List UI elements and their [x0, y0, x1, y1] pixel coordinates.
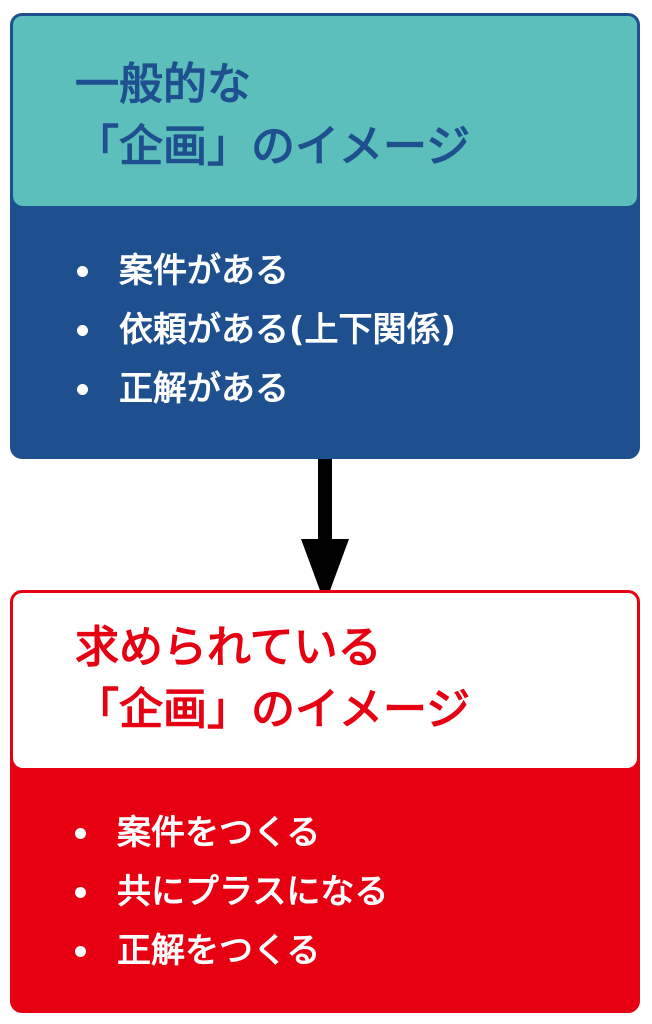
- desired-planning-box: 求められている 「企画」のイメージ 案件をつくる 共にプラスになる 正解をつくる: [10, 590, 640, 1013]
- list-item-label: 正解がある: [119, 369, 289, 409]
- list-item-label: 正解をつくる: [117, 931, 321, 971]
- bullet-icon: [77, 384, 88, 395]
- desired-planning-list: 案件をつくる 共にプラスになる 正解をつくる: [13, 804, 637, 981]
- list-item-label: 案件がある: [119, 251, 289, 291]
- arrow-shaft: [318, 459, 332, 545]
- desired-planning-header: 求められている 「企画」のイメージ: [13, 593, 637, 768]
- list-item: 正解がある: [13, 360, 637, 419]
- general-planning-title-line1: 一般的な: [75, 59, 251, 110]
- list-item: 案件をつくる: [13, 804, 637, 863]
- list-item-label: 案件をつくる: [117, 813, 321, 853]
- general-planning-list: 案件がある 依頼がある(上下関係) 正解がある: [13, 242, 637, 419]
- bullet-icon: [75, 946, 86, 957]
- arrow-head: [301, 539, 349, 604]
- general-planning-header: 一般的な 「企画」のイメージ: [13, 16, 637, 206]
- list-item: 正解をつくる: [13, 922, 637, 981]
- bullet-icon: [75, 887, 86, 898]
- bullet-icon: [77, 325, 88, 336]
- list-item-label: 依頼がある(上下関係): [119, 310, 457, 350]
- general-planning-title-line2: 「企画」のイメージ: [75, 121, 471, 172]
- bullet-icon: [75, 828, 86, 839]
- desired-planning-title-line1: 求められている: [75, 622, 382, 673]
- list-item-label: 共にプラスになる: [117, 872, 389, 912]
- list-item: 共にプラスになる: [13, 863, 637, 922]
- list-item: 案件がある: [13, 242, 637, 301]
- general-planning-box: 一般的な 「企画」のイメージ 案件がある 依頼がある(上下関係) 正解がある: [10, 13, 640, 459]
- arrow-down-icon: [301, 459, 349, 604]
- list-item: 依頼がある(上下関係): [13, 301, 637, 360]
- desired-planning-title-line2: 「企画」のイメージ: [75, 684, 471, 735]
- bullet-icon: [77, 266, 88, 277]
